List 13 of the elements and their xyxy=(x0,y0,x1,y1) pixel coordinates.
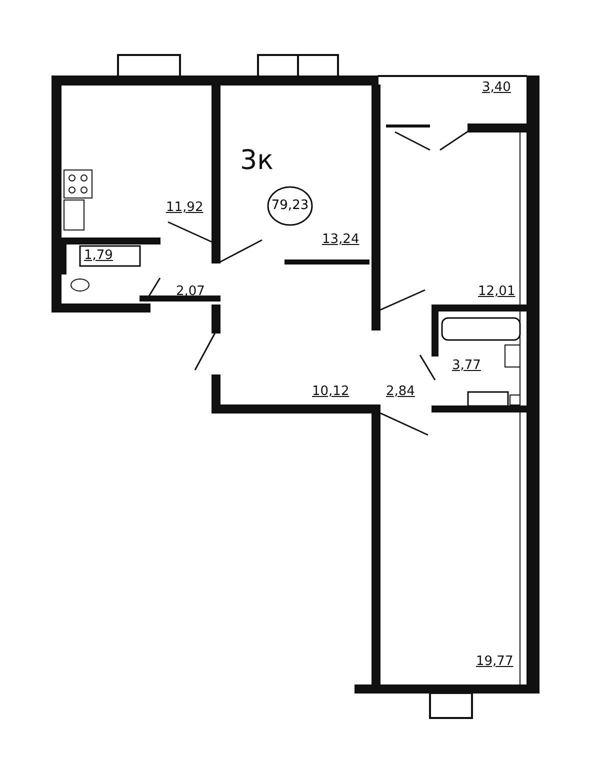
area-label: 1,79 xyxy=(84,248,113,264)
area-label: 2,84 xyxy=(386,384,415,400)
total-area-circle xyxy=(267,186,313,226)
area-label: 3,40 xyxy=(482,80,511,96)
area-label: 12,01 xyxy=(478,284,516,300)
room-count-label: 3к xyxy=(240,146,274,176)
total-area-text: 79,23 xyxy=(270,198,310,214)
area-label: 3,77 xyxy=(452,358,481,374)
area-label: 2,07 xyxy=(176,284,205,300)
area-label: 11,92 xyxy=(166,200,204,216)
area-label: 13,24 xyxy=(322,232,360,248)
area-label: 19,77 xyxy=(476,654,514,670)
area-label: 10,12 xyxy=(312,384,350,400)
